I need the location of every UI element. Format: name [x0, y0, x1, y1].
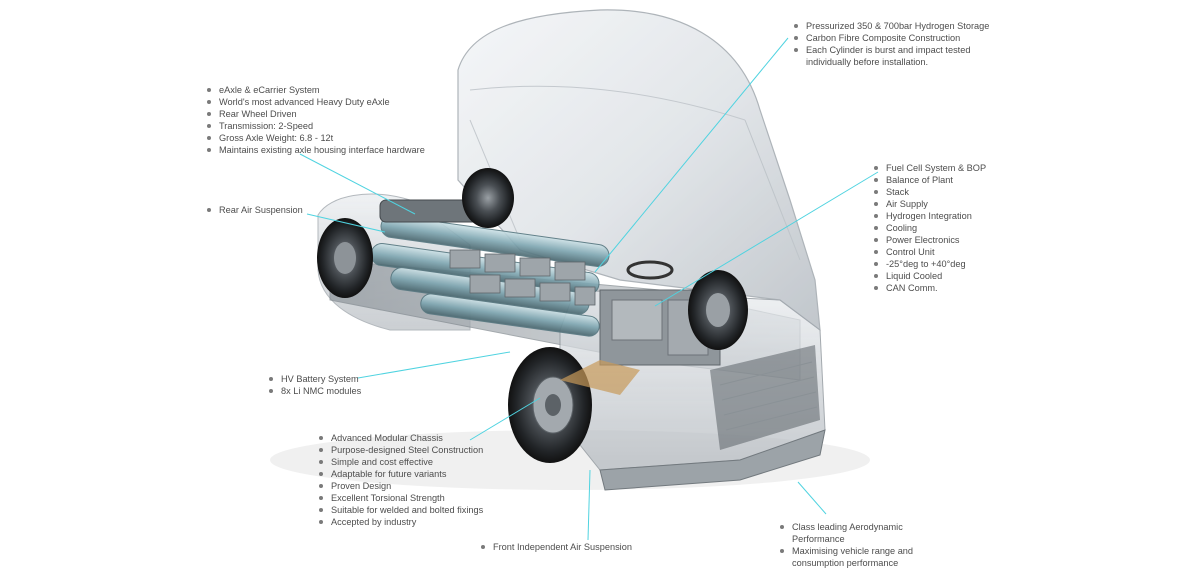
leader-battery	[357, 351, 511, 379]
callout-item: Fuel Cell System & BOP	[873, 162, 1013, 174]
callout-item: Stack	[873, 186, 1013, 198]
callout-item: Control Unit	[873, 246, 1013, 258]
leader-fuel-cell	[654, 171, 879, 307]
callout-item: Pressurized 350 & 700bar Hydrogen Storag…	[793, 20, 1003, 32]
callout-item: CAN Comm.	[873, 282, 1013, 294]
callout-item: 8x Li NMC modules	[268, 385, 388, 397]
callout-item: Class leading Aerodynamic Performance	[779, 521, 939, 545]
callout-aerodynamics: Class leading Aerodynamic Performance Ma…	[779, 521, 939, 569]
leader-front-air	[587, 469, 591, 541]
callout-fuel-cell: Fuel Cell System & BOP Balance of Plant …	[873, 162, 1013, 294]
callout-item: Excellent Torsional Strength	[318, 492, 508, 504]
callout-item: Transmission: 2-Speed	[206, 120, 446, 132]
leader-aero	[797, 481, 827, 515]
callout-item: World's most advanced Heavy Duty eAxle	[206, 96, 446, 108]
callout-item: Gross Axle Weight: 6.8 - 12t	[206, 132, 446, 144]
callout-rear-air-suspension: Rear Air Suspension	[206, 204, 356, 216]
callout-item: Front Independent Air Suspension	[480, 541, 650, 553]
callout-front-air-suspension: Front Independent Air Suspension	[480, 541, 650, 553]
callout-chassis: Advanced Modular Chassis Purpose-designe…	[318, 432, 508, 528]
callout-item: Suitable for welded and bolted fixings	[318, 504, 508, 516]
callout-item: Proven Design	[318, 480, 508, 492]
callout-item: Purpose-designed Steel Construction	[318, 444, 508, 456]
callout-item: eAxle & eCarrier System	[206, 84, 446, 96]
callout-item: Cooling	[873, 222, 1013, 234]
callout-item: Advanced Modular Chassis	[318, 432, 508, 444]
callout-item: Rear Air Suspension	[206, 204, 356, 216]
callout-item: Maximising vehicle range and consumption…	[779, 545, 939, 569]
leader-eaxle	[299, 153, 416, 215]
callout-item: Power Electronics	[873, 234, 1013, 246]
callout-item: Rear Wheel Driven	[206, 108, 446, 120]
callout-item: Carbon Fibre Composite Construction	[793, 32, 1003, 44]
callout-item: Adaptable for future variants	[318, 468, 508, 480]
truck-body	[270, 9, 870, 491]
callout-item: Hydrogen Integration	[873, 210, 1013, 222]
callout-item: Air Supply	[873, 198, 1013, 210]
callout-hydrogen-storage: Pressurized 350 & 700bar Hydrogen Storag…	[793, 20, 1003, 68]
leader-rear-air	[306, 213, 386, 233]
callout-item: Simple and cost effective	[318, 456, 508, 468]
callout-eaxle: eAxle & eCarrier System World's most adv…	[206, 84, 446, 156]
leader-lines	[299, 37, 879, 541]
callout-item: Maintains existing axle housing interfac…	[206, 144, 446, 156]
leader-chassis	[469, 397, 541, 441]
callout-hv-battery: HV Battery System 8x Li NMC modules	[268, 373, 388, 397]
callout-item: HV Battery System	[268, 373, 388, 385]
callout-item: Each Cylinder is burst and impact tested…	[793, 44, 1003, 68]
callout-item: Accepted by industry	[318, 516, 508, 528]
callout-item: Liquid Cooled	[873, 270, 1013, 282]
leader-hydrogen	[594, 37, 789, 273]
callout-item: Balance of Plant	[873, 174, 1013, 186]
callout-item: -25°deg to +40°deg	[873, 258, 1013, 270]
